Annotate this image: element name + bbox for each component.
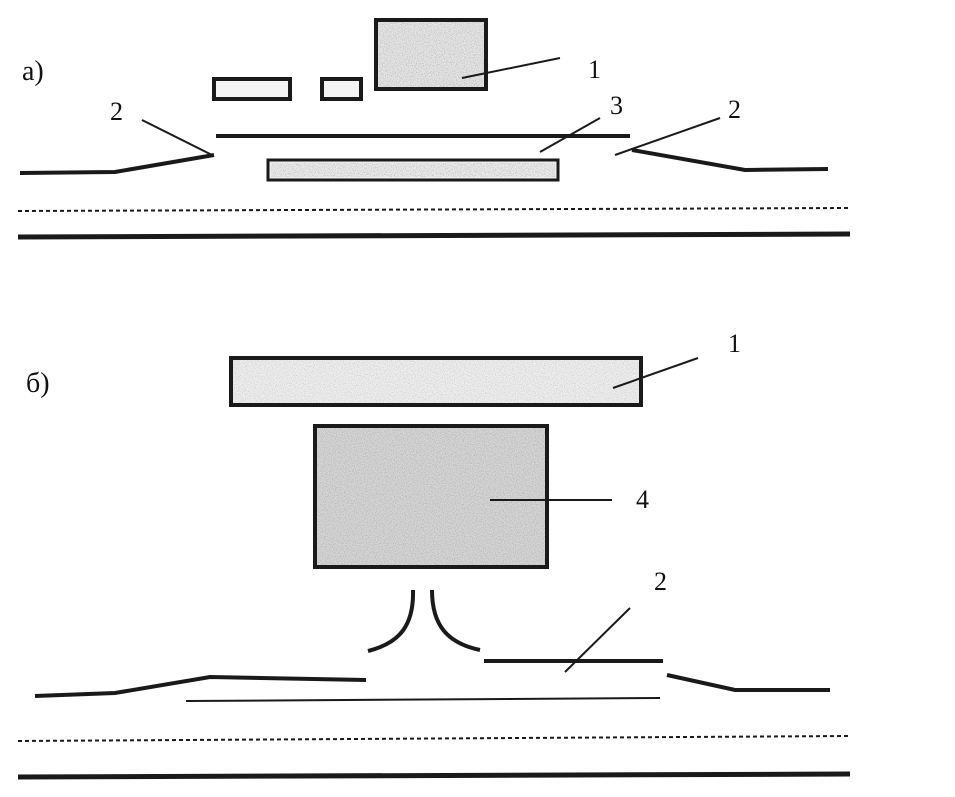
- dashed-line-b: [17, 735, 851, 742]
- leader-2-left-a: [141, 119, 213, 156]
- leader-1-a: [461, 57, 561, 79]
- callout-2-right-a: 2: [728, 95, 741, 124]
- panel-a: а) 1 3 2 2: [17, 18, 851, 240]
- guide-left-b: [34, 674, 367, 698]
- callout-4: 4: [636, 485, 649, 514]
- element-1-bar: [229, 356, 643, 407]
- callout-1-b: 1: [728, 329, 741, 358]
- base-line-b: [17, 771, 851, 780]
- nozzle-curve-left: [367, 589, 416, 653]
- guide-right-a: [631, 148, 829, 173]
- callout-2-b: 2: [654, 567, 667, 596]
- leader-3: [539, 117, 601, 153]
- element-1-block: [374, 18, 488, 91]
- guide-right-b: [666, 673, 830, 692]
- callout-3: 3: [610, 91, 623, 120]
- element-4-block: [313, 424, 549, 569]
- callout-2-left-a: 2: [110, 97, 123, 126]
- thin-line-b: [185, 697, 661, 702]
- nozzle-curve-right: [430, 589, 481, 652]
- leader-2-b: [564, 607, 631, 673]
- dashed-line-a: [17, 207, 851, 212]
- leader-2-right-a: [614, 117, 721, 156]
- leader-1-b: [612, 357, 699, 389]
- small-block-right: [320, 77, 363, 101]
- panel-a-label: а): [22, 56, 44, 87]
- callout-1-a: 1: [588, 55, 601, 84]
- panel-b: б) 1 4 2: [17, 329, 851, 780]
- panel-b-label: б): [26, 368, 50, 399]
- base-line-a: [17, 231, 851, 240]
- guide-left-a: [19, 153, 215, 175]
- small-block-left: [212, 77, 292, 101]
- element-3-strip: [266, 158, 560, 182]
